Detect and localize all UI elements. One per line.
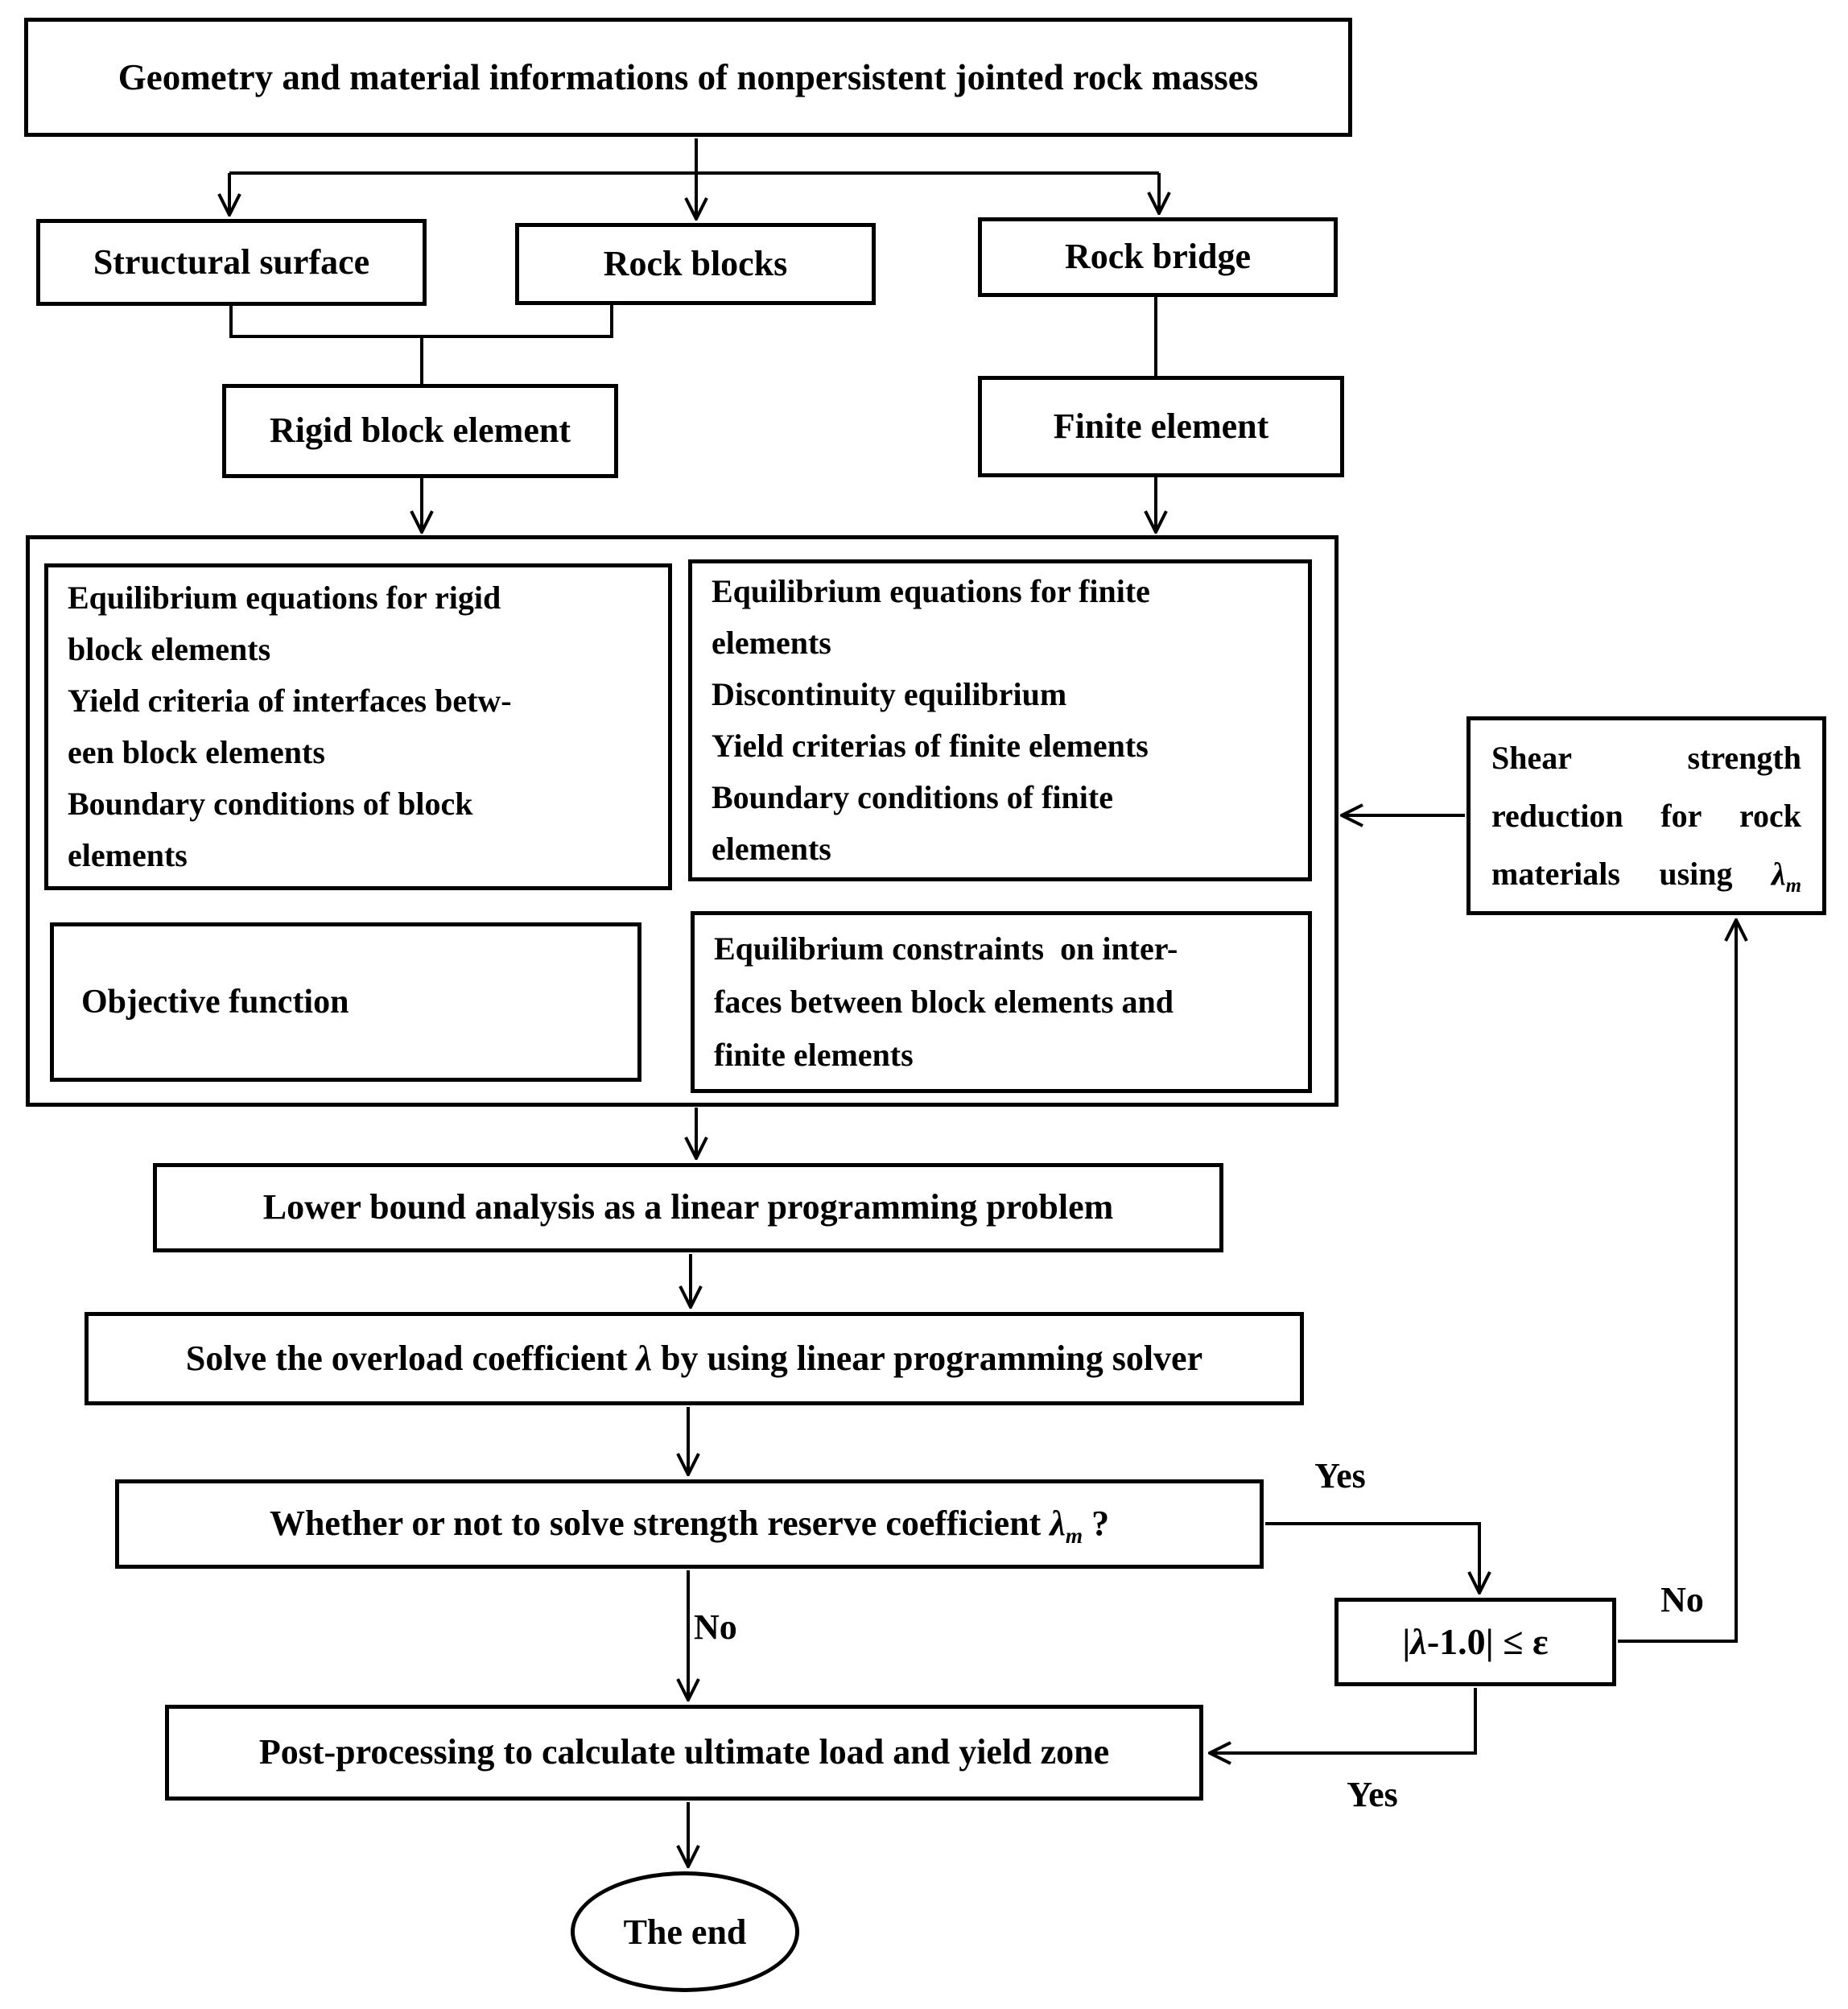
edge-yes-to-check (1265, 1522, 1479, 1592)
equilibrium-constraints-line: faces between block elements and (714, 984, 1174, 1020)
label-yes-to-post: Yes (1347, 1775, 1398, 1814)
rigid-formulation-line: elements (68, 837, 188, 873)
finite-formulation-line: elements (712, 625, 831, 661)
finite-formulation-line: elements (712, 831, 831, 867)
edge-yes-to-post (1211, 1688, 1477, 1753)
rigid-formulation-line: Equilibrium equations for rigid (68, 580, 501, 616)
node-rigid-block-element: Rigid block element (222, 384, 618, 478)
rigid-formulation-line: een block elements (68, 734, 325, 770)
node-equilibrium-constraints: Equilibrium constraints on inter- faces … (691, 911, 1312, 1093)
node-rock-bridge: Rock bridge (978, 217, 1338, 297)
question-pre: Whether or not to solve strength reserve… (269, 1504, 1050, 1544)
rigid-formulation-line: Yield criteria of interfaces betw- (68, 683, 512, 719)
label-no-loop: No (1660, 1580, 1704, 1619)
node-convergence-check: |λ-1.0| ≤ ε (1334, 1598, 1616, 1686)
shear-word: for (1660, 797, 1702, 834)
node-geometry-input-label: Geometry and material informations of no… (118, 57, 1259, 97)
node-lower-bound-label: Lower bound analysis as a linear program… (262, 1187, 1114, 1227)
shear-word: using (1659, 855, 1733, 892)
node-shear-strength-reduction: Shear strength reduction for rock materi… (1466, 716, 1826, 915)
lambda-subscript: m (1065, 1523, 1083, 1548)
shear-line-2: reduction for rock (1491, 787, 1801, 845)
node-lower-bound: Lower bound analysis as a linear program… (153, 1163, 1223, 1252)
node-rock-bridge-label: Rock bridge (1065, 237, 1251, 277)
node-post-processing: Post-processing to calculate ultimate lo… (165, 1705, 1203, 1801)
finite-formulation-line: Yield criterias of finite elements (712, 728, 1149, 764)
node-strength-reserve-question: Whether or not to solve strength reserve… (115, 1479, 1264, 1569)
node-finite-element-label: Finite element (1053, 406, 1269, 446)
node-solve-overload: Solve the overload coefficient λ by usin… (85, 1312, 1304, 1405)
node-objective-function: Objective function (50, 922, 641, 1082)
node-post-processing-label: Post-processing to calculate ultimate lo… (258, 1732, 1110, 1772)
lambda-symbol: λ (1410, 1621, 1427, 1663)
edge-no-loop (1618, 921, 1736, 1643)
equilibrium-constraints-line: Equilibrium constraints on inter- (714, 930, 1178, 967)
shear-word: materials (1491, 855, 1620, 892)
rigid-formulation-line: block elements (68, 631, 271, 667)
check-p2: -1.0| ≤ ε (1426, 1621, 1549, 1663)
node-structural-surface-label: Structural surface (93, 241, 370, 282)
node-the-end: The end (571, 1871, 799, 1992)
lambda-subscript: m (1785, 874, 1801, 897)
node-finite-element: Finite element (978, 376, 1344, 477)
finite-formulation-line: Equilibrium equations for finite (712, 573, 1150, 609)
finite-formulation-line: Boundary conditions of finite (712, 779, 1113, 815)
strength-reserve-question-text: Whether or not to solve strength reserve… (269, 1503, 1110, 1548)
solve-overload-post: by using linear programming solver (652, 1338, 1203, 1378)
label-no-to-post: No (694, 1607, 737, 1647)
shear-line-1: Shear strength (1491, 729, 1801, 787)
solve-overload-pre: Solve the overload coefficient (185, 1338, 637, 1378)
node-the-end-label: The end (623, 1912, 747, 1952)
equilibrium-constraints-line: finite elements (714, 1037, 914, 1073)
node-finite-formulation: Equilibrium equations for finite element… (688, 559, 1312, 881)
lambda-m-symbol: λm (1772, 845, 1801, 903)
node-objective-function-label: Objective function (81, 983, 349, 1021)
node-rigid-formulation: Equilibrium equations for rigid block el… (44, 563, 672, 890)
shear-word: rock (1739, 797, 1801, 834)
rigid-formulation-line: Boundary conditions of block (68, 786, 473, 822)
node-structural-surface: Structural surface (36, 219, 427, 306)
node-geometry-input: Geometry and material informations of no… (24, 18, 1352, 137)
question-post: ? (1083, 1504, 1110, 1544)
node-rock-blocks-label: Rock blocks (603, 243, 788, 283)
shear-word: strength (1687, 739, 1801, 776)
finite-formulation-line: Discontinuity equilibrium (712, 676, 1067, 712)
solve-overload-text: Solve the overload coefficient λ by usin… (186, 1338, 1202, 1380)
shear-word: reduction (1491, 797, 1623, 834)
node-rigid-block-element-label: Rigid block element (270, 410, 571, 451)
lambda-symbol: λ (636, 1338, 653, 1378)
shear-line-3: materials using λm (1491, 845, 1801, 903)
lambda-symbol: λ (1050, 1504, 1066, 1544)
label-yes-to-check: Yes (1314, 1456, 1366, 1495)
check-p1: | (1402, 1621, 1411, 1663)
lambda-symbol: λ (1771, 855, 1786, 892)
shear-word: Shear (1491, 739, 1572, 776)
node-rock-blocks: Rock blocks (515, 223, 876, 305)
convergence-check-text: |λ-1.0| ≤ ε (1402, 1619, 1548, 1664)
